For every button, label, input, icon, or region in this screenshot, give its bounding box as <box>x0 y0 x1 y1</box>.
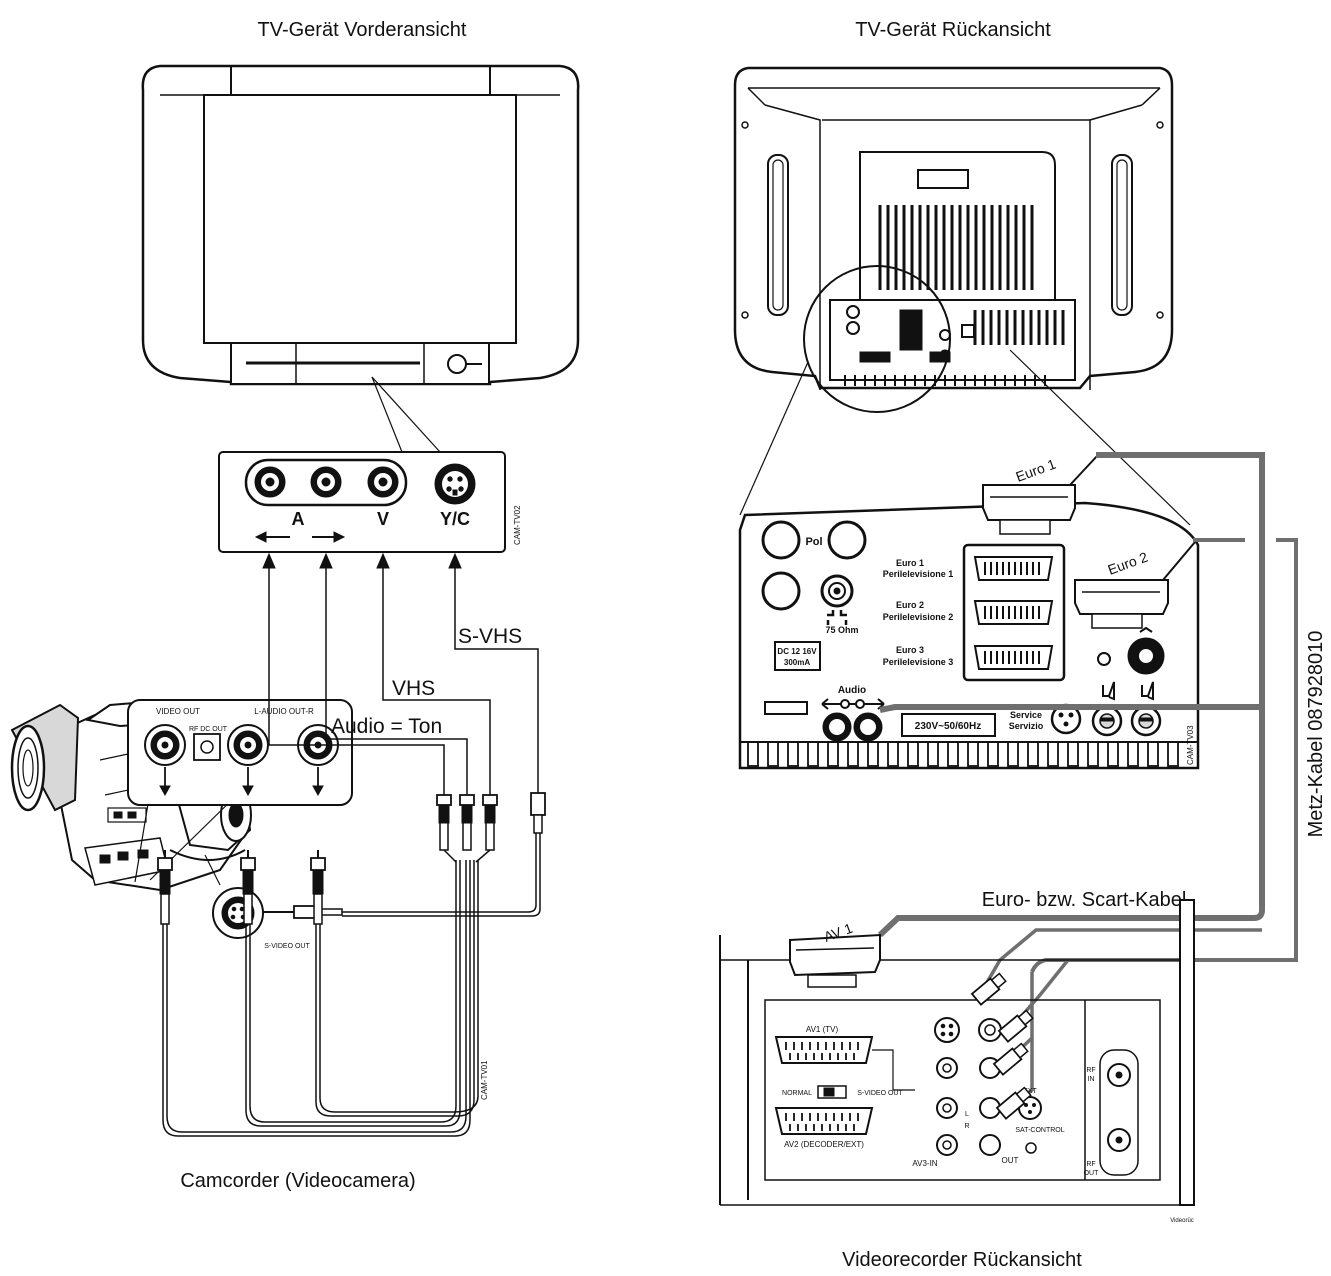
vcr-rca-plug-1 <box>970 972 1007 1006</box>
rca-cable-bundle: CAM-TV01 <box>162 860 489 1137</box>
vcr-rca-plug-2 <box>997 1009 1034 1043</box>
video-out-label: VIDEO OUT <box>156 707 200 716</box>
euro2-socket <box>973 600 1054 625</box>
code-cam-tv03: CAM-TV03 <box>1186 725 1195 765</box>
svideo-out-vcr-label: S-VIDEO OUT <box>857 1090 903 1097</box>
tv-back-view <box>733 66 1191 526</box>
vcr-rca-plug-3 <box>992 1042 1029 1076</box>
audio-zoom-label: Audio <box>838 685 866 696</box>
code-cam-tv02: CAM-TV02 <box>513 505 522 545</box>
service-label-1: Service <box>1010 710 1042 720</box>
rca-plug-video-tv <box>482 794 498 851</box>
euro2-line1: Euro 2 <box>896 600 924 610</box>
tv-back-vents <box>878 205 1065 345</box>
rf-in-1: RF <box>1086 1067 1095 1074</box>
metz-cable-label: Metz-Kabel 087928010 <box>1305 631 1327 838</box>
camcorder-rf-dc-jack <box>193 733 221 761</box>
rca-plug-audio-r-tv <box>459 794 475 851</box>
rca-plug-audio-l-cam <box>240 850 256 925</box>
rca-plug-video-cam <box>157 850 173 925</box>
title-vcr-back: Videorecorder Rückansicht <box>842 1249 1082 1271</box>
pol-label: Pol <box>805 536 822 548</box>
code-cam-tv01: CAM-TV01 <box>480 1060 489 1100</box>
tv-power-knob <box>447 354 467 374</box>
camcorder-audio-l-jack <box>227 724 269 766</box>
euro1-plug-label: Euro 1 <box>1014 456 1058 485</box>
av1-tv-label: AV1 (TV) <box>806 1025 839 1034</box>
rf-out-1: RF <box>1086 1161 1095 1168</box>
euro3-line1: Euro 3 <box>896 645 924 655</box>
svideo-out-label: S-VIDEO OUT <box>264 943 310 950</box>
speaker-jacks <box>1091 681 1162 737</box>
vhs-label: VHS <box>392 677 435 700</box>
title-camcorder: Camcorder (Videocamera) <box>180 1170 415 1192</box>
av3-in-label: AV3-IN <box>912 1159 937 1168</box>
tv-back-zoom-panel: Pol 75 Ohm DC 12 16V 300mA Euro 1 Perile… <box>738 501 1200 770</box>
title-tv-back: TV-Gerät Rückansicht <box>855 19 1051 41</box>
label-v: V <box>377 509 389 529</box>
dc-label-1: DC 12 16V <box>777 647 817 656</box>
euro1-line1: Euro 1 <box>896 558 924 568</box>
ohm-label: 75 Ohm <box>825 625 858 635</box>
title-tv-front: TV-Gerät Vorderansicht <box>258 19 467 41</box>
audio-out-label: L-AUDIO OUT-R <box>254 707 314 716</box>
svideo-plug-camcorder <box>262 905 343 919</box>
normal-label: NORMAL <box>782 1090 812 1097</box>
av2-label: AV2 (DECODER/EXT) <box>784 1140 864 1149</box>
tv-screen <box>203 94 517 344</box>
rf-dc-out-label: RF DC OUT <box>189 726 228 733</box>
svideo-jack <box>434 463 476 505</box>
euro1-line2: Perilelevisione 1 <box>883 569 954 579</box>
vcr-rca-plugs <box>970 972 1034 1120</box>
vcr-back-view: AV 1 AV1 (TV) NORMAL S-VIDEO OUT <box>719 899 1195 1224</box>
scart-plug-av1: AV 1 <box>789 920 881 988</box>
tv-audio-jacks <box>822 712 883 742</box>
tv-front-view <box>141 64 580 453</box>
out-label: OUT <box>1002 1156 1019 1165</box>
zoom-circle <box>803 265 951 413</box>
ext-label: EXT <box>1023 1088 1037 1095</box>
label-yc: Y/C <box>440 509 470 529</box>
rf-out-2: OUT <box>1084 1170 1100 1177</box>
rca-plug-audio-l-tv <box>436 794 452 851</box>
tv-side-rca-plugs <box>436 794 498 863</box>
euro3-line2: Perilelevisione 3 <box>883 657 954 667</box>
camcorder-video-out-jack <box>144 724 186 766</box>
euro3-socket <box>973 645 1054 670</box>
l-label: L <box>965 1111 969 1118</box>
euro1-socket <box>973 556 1054 581</box>
audio-label: Audio = Ton <box>331 715 442 738</box>
vcr-code: Videorüc <box>1170 1218 1194 1224</box>
r-label: R <box>964 1123 969 1130</box>
audio-jack-left <box>254 466 286 498</box>
dc-label-2: 300mA <box>784 658 810 667</box>
scart-cable-label: Euro- bzw. Scart-Kabel <box>982 889 1187 911</box>
audio-jack-right <box>310 466 342 498</box>
tv-front-av-panel: A V Y/C CAM-TV02 <box>218 451 522 553</box>
label-a: A <box>292 509 305 529</box>
svhs-label: S-VHS <box>458 625 522 648</box>
video-jack <box>367 466 399 498</box>
euro2-line2: Perilelevisione 2 <box>883 612 954 622</box>
vcr-rca-plug-4 <box>995 1086 1032 1120</box>
rca-plug-audio-r-cam <box>310 850 326 925</box>
rf-in-2: IN <box>1088 1076 1095 1083</box>
camcorder-svideo-out: S-VIDEO OUT <box>212 887 310 950</box>
signal-routing-lines <box>262 552 539 795</box>
service-label-2: Servizio <box>1009 721 1044 731</box>
sat-control-label: SAT-CONTROL <box>1015 1127 1064 1134</box>
metz-cable: Metz-Kabel 087928010 <box>1030 538 1327 973</box>
camcorder-rca-plugs <box>157 850 326 925</box>
scart-cable-route <box>877 455 1265 938</box>
camcorder-output-panel: VIDEO OUT RF DC OUT L-AUDIO OUT-R <box>127 699 353 806</box>
mains-label: 230V~50/60Hz <box>915 721 981 732</box>
